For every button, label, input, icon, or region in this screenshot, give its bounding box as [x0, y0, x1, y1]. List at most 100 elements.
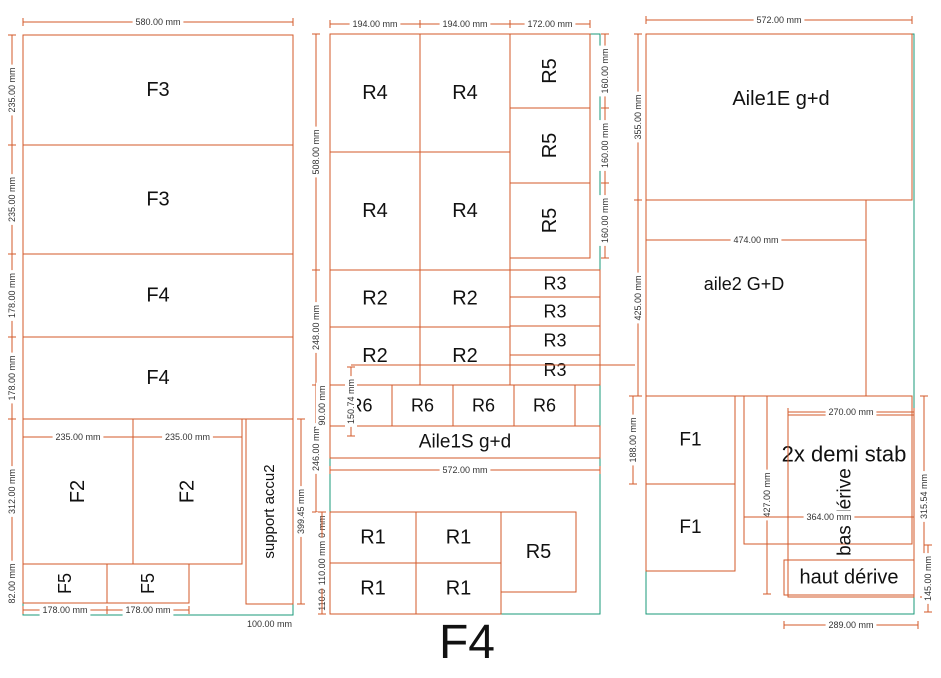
dimension-label: 235.00 mm [7, 67, 17, 112]
piece-f4-b: F4 [22, 336, 294, 420]
piece-r1-a: R1 [329, 511, 417, 564]
dimension-6: 82.00 mm [6, 560, 18, 607]
piece-r4-c: R4 [329, 151, 421, 271]
piece-aile1s-label: Aile1S g+d [419, 432, 511, 453]
dimension-label-bg [730, 234, 782, 246]
piece-r6-b-label: R6 [411, 396, 434, 416]
dimension-9: 178.00 mm [22, 604, 108, 616]
piece-r2-a-label: R2 [362, 288, 388, 310]
piece-r1-c: R1 [329, 562, 417, 615]
dimension-label: 364.00 mm [806, 512, 851, 522]
piece-f1-a-label: F1 [679, 430, 701, 451]
dimension-label-bg [316, 382, 328, 429]
piece-demi-stab-label: 2x demi stab [782, 442, 907, 467]
piece-r6-d: R6 [513, 384, 576, 427]
dimension-label-bg [132, 16, 184, 28]
dimension-3: 178.00 mm [6, 253, 18, 338]
piece-r2-b: R2 [419, 269, 511, 328]
piece-r4-a: R4 [329, 33, 421, 153]
piece-r5-c-outline [509, 182, 591, 259]
dimension-15: 172.00 mm [509, 18, 591, 30]
piece-f2-a-label: F2 [67, 480, 89, 503]
piece-r4-b: R4 [419, 33, 511, 153]
piece-r1-d: R1 [415, 562, 502, 615]
piece-f3-b-label: F3 [146, 189, 169, 211]
piece-r4-d: R4 [419, 151, 511, 271]
dimension-label-bg [439, 464, 491, 476]
dimension-38: 289.00 mm [783, 619, 919, 631]
dimension-label: 399.45 mm [296, 489, 306, 534]
dimension-label: 235.00 mm [165, 432, 210, 442]
dimension-23: 150.74 mm [345, 366, 357, 437]
dimension-label: 508.00 mm [311, 129, 321, 174]
piece-f2-b-label: F2 [177, 480, 199, 503]
dimension-label: 425.00 mm [633, 275, 643, 320]
piece-f5-b-outline [106, 563, 190, 604]
dimension-label-bg [524, 18, 576, 30]
dimension-label-bg [753, 14, 805, 26]
dimension-0: 580.00 mm [22, 16, 294, 28]
dimension-30: 474.00 mm [645, 234, 867, 246]
dimension-24: 572.00 mm [329, 464, 601, 476]
dimension-2: 235.00 mm [6, 144, 18, 255]
piece-r6-c-label: R6 [472, 396, 495, 416]
piece-r5-d-outline [500, 511, 577, 593]
dimension-label-bg [6, 64, 18, 116]
dimension-label: 289.00 mm [828, 620, 873, 630]
dimension-10: 178.00 mm [106, 604, 190, 616]
piece-r3-d-label: R3 [543, 360, 566, 380]
piece-f3-b: F3 [22, 144, 294, 255]
dimension-label: 315.54 mm [919, 474, 929, 519]
dimension-18: 160.00 mm [599, 107, 611, 184]
piece-demi-stab-outline [743, 395, 913, 545]
piece-r2-b-label: R2 [452, 288, 478, 310]
dimension-11: 399.45 mm [295, 418, 307, 605]
dimension-label: 178.00 mm [7, 355, 17, 400]
dimension-label-bg [632, 91, 644, 143]
dimension-14: 194.00 mm [419, 18, 511, 30]
dimension-label: 246.00 mm [311, 426, 321, 471]
dimension-label-bg [345, 376, 357, 427]
piece-r1-d-label: R1 [446, 578, 472, 600]
piece-f5-a-label: F5 [55, 573, 75, 594]
piece-f4-a: F4 [22, 253, 294, 338]
dimension-label-bg [6, 466, 18, 517]
piece-r5-d: R5 [500, 511, 577, 593]
piece-f1-b-label: F1 [679, 517, 701, 538]
dimension-label-bg [310, 423, 322, 474]
dimension-label: 90.00 mm [317, 385, 327, 425]
dimension-label: 194.00 mm [442, 19, 487, 29]
piece-r5-a: R5 [509, 33, 591, 109]
dimension-label: 145.00 mm [923, 556, 933, 601]
dimension-label: 178.00 mm [7, 273, 17, 318]
dimension-label: 110.00 mm [317, 541, 327, 585]
dimension-35: 364.00 mm [743, 511, 915, 523]
sheet-left [22, 34, 294, 616]
piece-r1-b: R1 [415, 511, 502, 564]
piece-r3-a: R3 [509, 269, 601, 298]
dimension-label: 572.00 mm [756, 15, 801, 25]
dimension-label-bg [761, 469, 773, 521]
piece-f5-a: F5 [22, 563, 108, 604]
piece-f5-b-label: F5 [138, 573, 158, 594]
dimension-label-bg [439, 18, 491, 30]
dimension-label: 178.00 mm [125, 605, 170, 615]
dimension-label: 572.00 mm [442, 465, 487, 475]
piece-support-accu2-outline [245, 418, 294, 605]
piece-r3-c-label: R3 [543, 331, 566, 351]
dimension-label-bg [349, 18, 401, 30]
dimension-label: 248.00 mm [311, 305, 321, 350]
dimension-label-bg [825, 406, 877, 418]
piece-aile2: aile2 G+D [645, 199, 867, 397]
piece-r6-c: R6 [452, 384, 515, 427]
piece-r4-c-label: R4 [362, 200, 388, 222]
piece-r6-d-label: R6 [533, 396, 556, 416]
dimension-27: 110.00 mm [316, 511, 328, 615]
piece-r2-d-label: R2 [452, 345, 478, 367]
piece-f1-b: F1 [645, 483, 736, 572]
dimension-17: 160.00 mm [599, 33, 611, 109]
dimension-label-bg [162, 431, 213, 443]
piece-r3-d: R3 [509, 354, 601, 386]
piece-support-accu2: support accu2 [245, 418, 294, 605]
piece-r5-a-label: R5 [539, 58, 561, 84]
